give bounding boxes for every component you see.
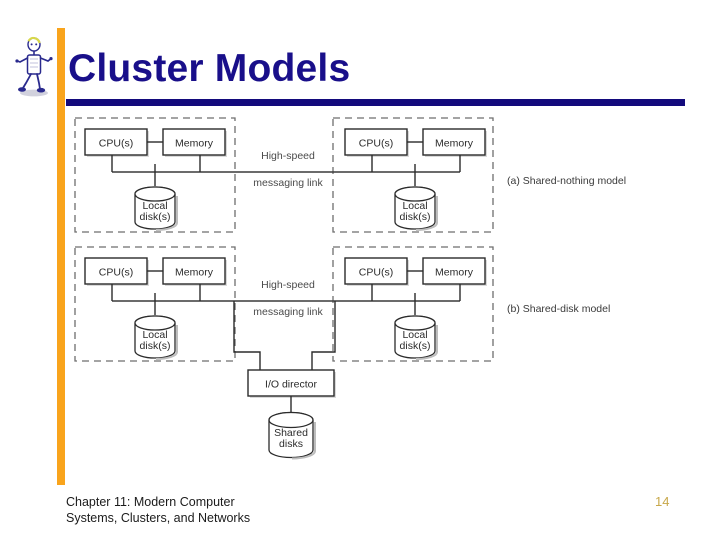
node-memory-b-left xyxy=(162,257,226,285)
messaging-link-label-b-line2: messaging link xyxy=(253,306,323,318)
footer-line-1: Chapter 11: Modern Computer xyxy=(66,495,235,509)
node-local-disk-a-right-label2: disk(s) xyxy=(400,211,431,223)
node-local-disk-a-right-label1: Local xyxy=(402,200,427,212)
dashed-enclosure-a-right xyxy=(332,117,494,233)
node-shared-disks: Shared disks xyxy=(268,411,316,460)
dashed-enclosure-b-left xyxy=(74,246,236,362)
messaging-link-label-a-line1: High-speed xyxy=(261,150,315,162)
node-cpu-a-left-label: CPU(s) xyxy=(99,138,133,150)
node-shared-disks-label1: Shared xyxy=(274,427,308,439)
node-local-disk-b-right-label1: Local xyxy=(402,329,427,341)
cluster-models-diagram: CPU(s) Memory Local disk(s) CPU(s) M xyxy=(60,112,685,472)
footer-line-2: Systems, Clusters, and Networks xyxy=(66,511,251,525)
title-underline-rule xyxy=(66,99,685,106)
shared-storage-link-left xyxy=(233,301,261,370)
node-shared-disks-label2: disks xyxy=(279,438,303,450)
node-local-disk-b-left-label2: disk(s) xyxy=(140,340,171,352)
page-number: 14 xyxy=(655,494,670,509)
node-local-disk-b-right: Local disk(s) xyxy=(394,315,438,360)
dashed-enclosure-b-right xyxy=(332,246,494,362)
page-title: Cluster Models xyxy=(68,47,351,90)
node-local-disk-a-left-label2: disk(s) xyxy=(140,211,171,223)
node-local-disk-a-left: Local disk(s) xyxy=(134,186,178,231)
dashed-enclosure-a-left xyxy=(74,117,236,233)
node-cpu-b-left xyxy=(84,257,148,285)
node-cpu-b-right xyxy=(344,257,408,285)
node-memory-a-right-label: Memory xyxy=(435,138,474,150)
node-cpu-a-left xyxy=(84,128,148,156)
node-local-disk-b-left-label1: Local xyxy=(142,329,167,341)
node-memory-a-left-label: Memory xyxy=(175,138,214,150)
node-io-director-label: I/O director xyxy=(265,379,317,391)
node-memory-b-right-label: Memory xyxy=(435,267,474,279)
model-b-caption: (b) Shared-disk model xyxy=(507,303,610,315)
node-cpu-b-left-label: CPU(s) xyxy=(99,267,133,279)
shared-storage-link-right xyxy=(311,301,336,370)
node-io-director xyxy=(247,369,335,397)
messaging-link-label-a-line2: messaging link xyxy=(253,177,323,189)
node-cpu-b-right-label: CPU(s) xyxy=(359,267,393,279)
node-local-disk-a-left-label1: Local xyxy=(142,200,167,212)
accent-bar xyxy=(57,28,65,485)
node-memory-b-left-label: Memory xyxy=(175,267,214,279)
node-cpu-a-right xyxy=(344,128,408,156)
model-a-caption: (a) Shared-nothing model xyxy=(507,175,626,187)
node-local-disk-b-right-label2: disk(s) xyxy=(400,340,431,352)
node-local-disk-b-left: Local disk(s) xyxy=(134,315,178,360)
node-local-disk-a-right: Local disk(s) xyxy=(394,186,438,231)
node-cpu-a-right-label: CPU(s) xyxy=(359,138,393,150)
walking-stick-figure-icon xyxy=(13,36,55,98)
messaging-link-label-b-line1: High-speed xyxy=(261,279,315,291)
footer-text: Chapter 11: Modern Computer Systems, Clu… xyxy=(66,494,396,526)
